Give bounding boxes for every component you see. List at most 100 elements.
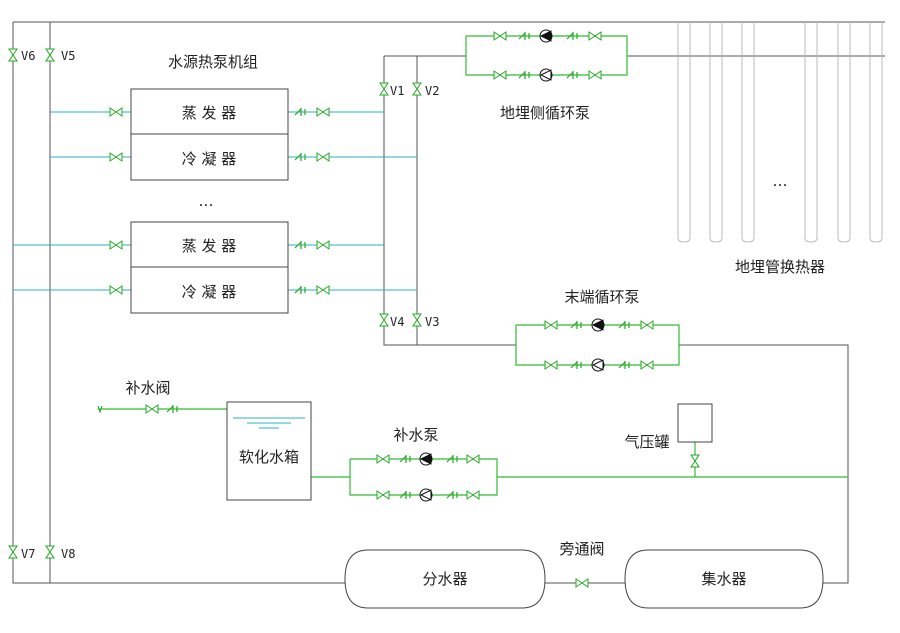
valve-v1: [379, 82, 389, 96]
makeup-pump-b-check-in: [399, 491, 411, 499]
bypass-valve-label: 旁通阀: [559, 540, 604, 558]
makeup-pump-b-pump-arrow: [419, 489, 432, 501]
valve-v7-label: V7: [21, 547, 35, 561]
ground-hx-label: 地埋管换热器: [735, 258, 825, 276]
pressure-tank-label: 气压罐: [624, 433, 669, 451]
makeup-valve-check: [166, 405, 178, 413]
makeup-valve-gate: [145, 404, 159, 414]
valve-v8: [45, 545, 55, 559]
makeup-pump-b-check-out: [446, 491, 458, 499]
evaporator-label-2: 蒸 发 器: [182, 237, 237, 255]
valve-unit-in-1: [109, 152, 123, 162]
end-pump-b-check-in: [570, 361, 582, 369]
well-tube-2: [709, 22, 723, 243]
valve-unit-out-1: [316, 152, 330, 162]
check-valve-unit-2: [294, 241, 306, 249]
pipe-left-outer: [12, 22, 345, 584]
well-tube-5: [837, 22, 851, 243]
valve-v6-label: V6: [21, 49, 35, 63]
bypass-valve-icon: [575, 578, 589, 588]
end-pump-label: 末端循环泵: [564, 288, 639, 306]
valve-unit-in-0: [109, 107, 123, 117]
end-pump-b-valve-in: [544, 360, 558, 370]
ground-pump-b-check-in: [518, 71, 530, 79]
ground-pump-label: 地埋侧循环泵: [500, 104, 590, 122]
valve-unit-in-3: [109, 285, 123, 295]
well-tube-3: [741, 22, 755, 243]
condenser-label-2: 冷 凝 器: [182, 283, 237, 301]
end-pump-a-check-out: [618, 321, 630, 329]
evaporator-label-1: 蒸 发 器: [182, 104, 237, 122]
valve-v3-label: V3: [425, 315, 439, 329]
check-valve-unit-1: [294, 153, 306, 161]
unit-ellipsis: …: [199, 192, 214, 210]
heat-pump-unit-title: 水源热泵机组: [168, 53, 258, 71]
valves-layer: [8, 31, 700, 588]
valve-v8-label: V8: [61, 547, 75, 561]
collector-label: 集水器: [701, 570, 746, 588]
valve-v4: [379, 313, 389, 327]
heat-pump-unit-1: 蒸 发 器 冷 凝 器: [130, 88, 289, 181]
valve-v3: [412, 313, 422, 327]
heat-pump-unit-2: 蒸 发 器 冷 凝 器: [130, 221, 289, 314]
condenser-label-1: 冷 凝 器: [182, 150, 237, 168]
makeup-pump-loop: [349, 458, 498, 496]
makeup-pump-label: 补水泵: [393, 426, 438, 444]
soft-water-tank: 软化水箱: [226, 401, 312, 501]
makeup-pump-b-valve-out: [466, 490, 480, 500]
ground-pump-a-check-in: [518, 32, 530, 40]
valve-v5: [45, 48, 55, 62]
end-pump-b-valve-out: [640, 360, 654, 370]
water-distributor: 分水器: [344, 549, 546, 609]
end-pump-a-valve-in: [544, 320, 558, 330]
makeup-pump-a-check-out: [446, 455, 458, 463]
hx-ellipsis: …: [773, 172, 788, 190]
valve-v2-label: V2: [425, 84, 439, 98]
ground-pump-b-pump-arrow: [539, 69, 552, 81]
end-pump-a-valve-out: [640, 320, 654, 330]
ground-pump-a-check-out: [566, 32, 578, 40]
ground-pump-a-valve-in: [493, 31, 507, 41]
valve-unit-out-0: [316, 107, 330, 117]
soft-tank-label: 软化水箱: [239, 448, 299, 466]
makeup-line-end: [97, 405, 103, 414]
end-pump-b-pump-arrow: [591, 359, 604, 371]
water-collector: 集水器: [624, 549, 824, 609]
ground-pump-b-valve-out: [588, 70, 602, 80]
valve-v5-label: V5: [61, 49, 75, 63]
valve-v6: [8, 48, 18, 62]
ground-pump-a-pump-arrow: [539, 30, 552, 42]
makeup-valve-label: 补水阀: [125, 379, 170, 397]
pressure-tank: [677, 403, 713, 443]
valve-unit-out-2: [316, 240, 330, 250]
check-valve-unit-3: [294, 286, 306, 294]
check-valve-unit-0: [294, 108, 306, 116]
ground-pump-a-valve-out: [588, 31, 602, 41]
well-tube-1: [677, 22, 691, 243]
well-tube-4: [804, 22, 818, 243]
end-pump-a-check-in: [570, 321, 582, 329]
valve-pressure-tank: [690, 454, 700, 468]
pipe-end-return: [679, 344, 849, 584]
end-pump-b-check-out: [618, 361, 630, 369]
valve-v2: [412, 82, 422, 96]
pipe-riser-loop: [383, 56, 418, 346]
main-pipes: [12, 21, 885, 584]
valve-v7: [8, 545, 18, 559]
makeup-pump-b-valve-in: [376, 490, 390, 500]
valve-v4-label: V4: [390, 315, 404, 329]
makeup-pump-a-check-in: [399, 455, 411, 463]
ground-pump-b-check-out: [566, 71, 578, 79]
ground-pump-b-valve-in: [493, 70, 507, 80]
ground-heat-exchanger-wells: [677, 22, 883, 243]
well-tube-6: [869, 22, 883, 243]
pumps-layer: [419, 29, 605, 502]
valve-unit-in-2: [109, 240, 123, 250]
makeup-pump-a-pump-arrow: [419, 453, 432, 465]
distributor-label: 分水器: [422, 570, 467, 588]
valve-v1-label: V1: [390, 84, 404, 98]
valve-unit-out-3: [316, 285, 330, 295]
end-pump-a-pump-arrow: [591, 319, 604, 331]
makeup-pump-a-valve-out: [466, 454, 480, 464]
